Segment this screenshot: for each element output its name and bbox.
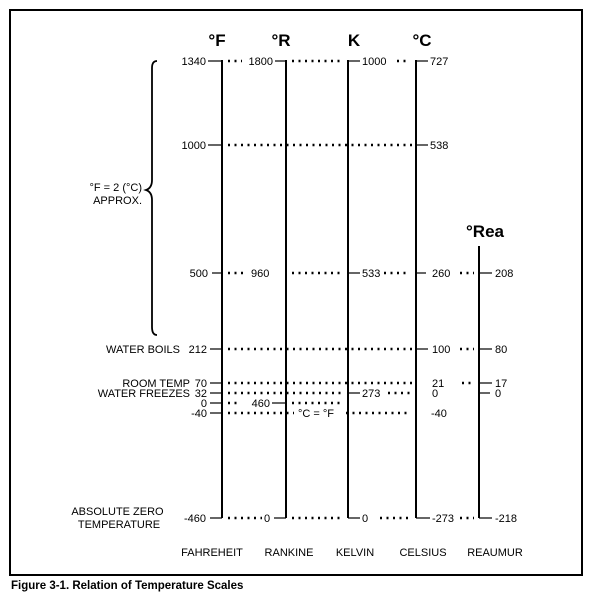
value-f-minus460: -460 <box>184 513 206 525</box>
value-f-1000: 1000 <box>182 140 206 152</box>
value-rea-17: 17 <box>495 378 507 390</box>
value-r-960: 960 <box>251 268 269 280</box>
value-c-260: 260 <box>432 268 450 280</box>
value-rea-minus218: -218 <box>495 513 517 525</box>
diagram-frame <box>9 9 583 576</box>
value-c-538: 538 <box>430 140 448 152</box>
value-f-70: 70 <box>195 378 207 390</box>
header-kelvin: K <box>348 31 361 50</box>
value-f-1340: 1340 <box>182 56 206 68</box>
value-c-minus40: -40 <box>431 408 447 420</box>
value-f-500: 500 <box>190 268 208 280</box>
value-c-21: 21 <box>432 378 444 390</box>
value-r-1800: 1800 <box>249 56 273 68</box>
label-room-temp: ROOM TEMP <box>122 378 190 390</box>
label-water-freezes: WATER FREEZES <box>98 388 190 400</box>
value-rea-208: 208 <box>495 268 513 280</box>
value-f-32: 32 <box>195 388 207 400</box>
value-rea-80: 80 <box>495 344 507 356</box>
name-rankine: RANKINE <box>265 547 314 559</box>
figure-caption: Figure 3-1. Relation of Temperature Scal… <box>11 580 244 592</box>
value-c-minus273: -273 <box>432 513 454 525</box>
label-absolute-zero: ABSOLUTE ZERO TEMPERATURE <box>71 506 166 531</box>
value-f-212: 212 <box>189 344 207 356</box>
value-c-727: 727 <box>430 56 448 68</box>
value-k-533: 533 <box>362 268 380 280</box>
approx-formula: °F = 2 (°C) <box>90 182 143 194</box>
header-reaumur: °Rea <box>466 222 505 241</box>
header-rankine: °R <box>271 31 290 50</box>
value-c-100: 100 <box>432 344 450 356</box>
name-reaumur: REAUMUR <box>467 547 523 559</box>
note-c-equals-f: °C = °F <box>298 408 334 420</box>
value-k-1000: 1000 <box>362 56 386 68</box>
value-k-0: 0 <box>362 513 368 525</box>
label-water-boils: WATER BOILS <box>106 344 180 356</box>
name-fahrenheit: FAHREHEIT <box>181 547 243 559</box>
value-c-0: 0 <box>432 388 438 400</box>
name-kelvin: KELVIN <box>336 547 374 559</box>
value-f-0: 0 <box>201 398 207 410</box>
approx-label: APPROX. <box>93 195 142 207</box>
value-rea-0: 0 <box>495 388 501 400</box>
header-celsius: °C <box>412 31 431 50</box>
header-fahrenheit: °F <box>208 31 225 50</box>
value-k-273: 273 <box>362 388 380 400</box>
approximation-brace <box>143 60 158 336</box>
value-f-minus40: -40 <box>191 408 207 420</box>
value-r-0: 0 <box>264 513 270 525</box>
value-r-460: 460 <box>252 398 270 410</box>
name-celsius: CELSIUS <box>399 547 446 559</box>
